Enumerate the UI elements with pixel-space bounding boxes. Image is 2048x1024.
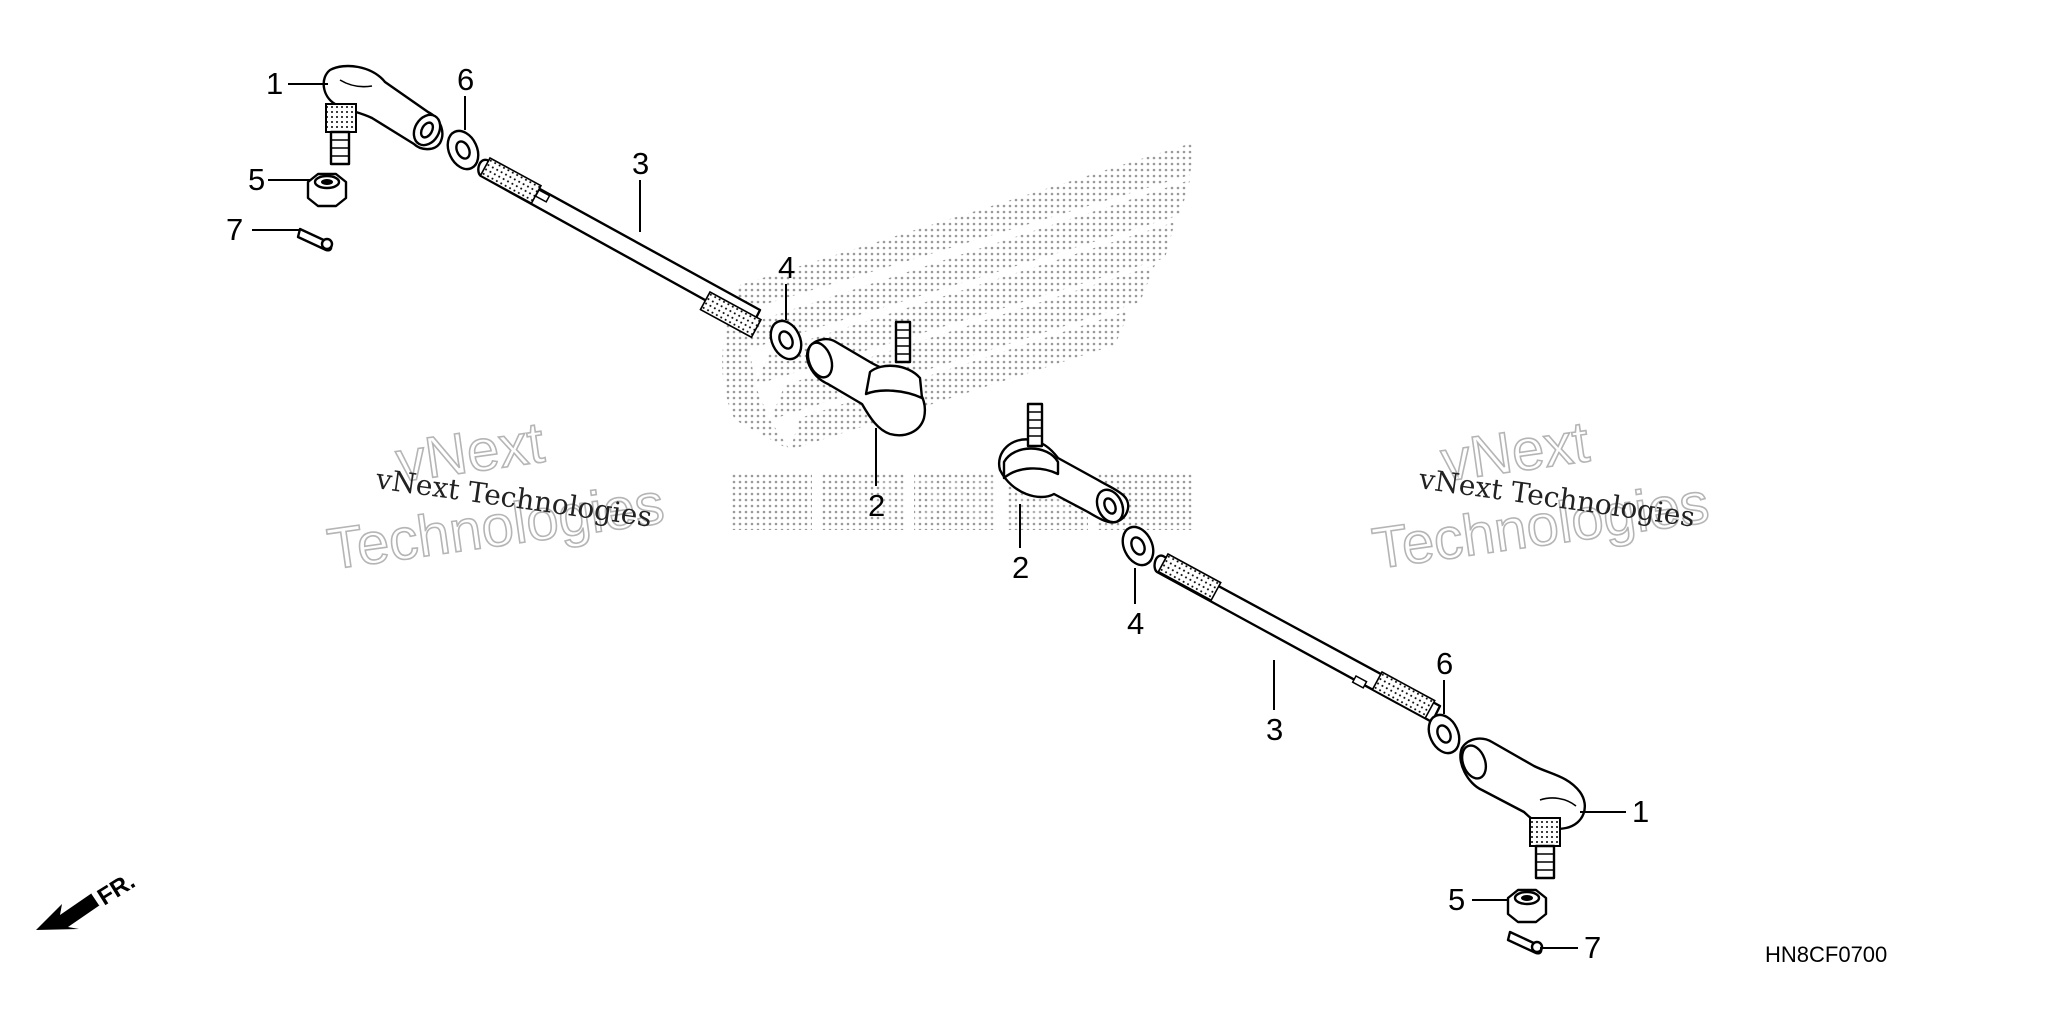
cotter-pin-right — [1506, 930, 1544, 955]
label-cotter-pin-right: 7 — [1584, 930, 1601, 965]
label-lock-nut-outer-left: 6 — [457, 62, 474, 97]
leader-lines — [252, 83, 1626, 949]
label-tie-rod-end-inner-right: 2 — [1012, 550, 1029, 585]
label-tie-rod-end-outer-left: 1 — [266, 66, 283, 101]
tie-rod-left — [477, 156, 763, 339]
honda-wing-logo — [720, 142, 1195, 450]
lock-nut-inner-left — [769, 319, 803, 361]
lock-nut-outer-left — [446, 129, 480, 171]
tie-rod-end-inner-right — [997, 402, 1130, 524]
label-lock-nut-inner-left: 4 — [778, 250, 795, 285]
lock-nut-outer-right — [1427, 713, 1461, 755]
label-lock-nut-inner-right: 4 — [1127, 606, 1144, 641]
label-tie-rod-right: 3 — [1266, 712, 1283, 747]
label-tie-rod-end-outer-right: 1 — [1632, 794, 1649, 829]
castle-nut-right — [1506, 888, 1548, 924]
castle-nut-left — [306, 172, 348, 208]
callout-labels: 1 5 7 6 3 4 2 2 4 3 6 1 5 7 — [226, 62, 1649, 965]
label-cotter-pin-left: 7 — [226, 212, 243, 247]
tie-rod-end-inner-left — [805, 320, 927, 437]
label-castle-nut-right: 5 — [1448, 882, 1465, 917]
tie-rod-right — [1153, 552, 1442, 724]
cotter-pin-left — [296, 227, 334, 252]
tie-rod-end-outer-left — [322, 64, 444, 166]
front-direction-arrow: FR. — [36, 868, 140, 930]
lock-nut-inner-right — [1121, 525, 1155, 567]
label-lock-nut-outer-right: 6 — [1436, 646, 1453, 681]
diagram-code: HN8CF0700 — [1765, 942, 1887, 967]
label-castle-nut-left: 5 — [248, 162, 265, 197]
label-tie-rod-end-inner-left: 2 — [868, 488, 885, 523]
label-tie-rod-left: 3 — [632, 146, 649, 181]
tie-rod-end-outer-right — [1459, 737, 1586, 880]
